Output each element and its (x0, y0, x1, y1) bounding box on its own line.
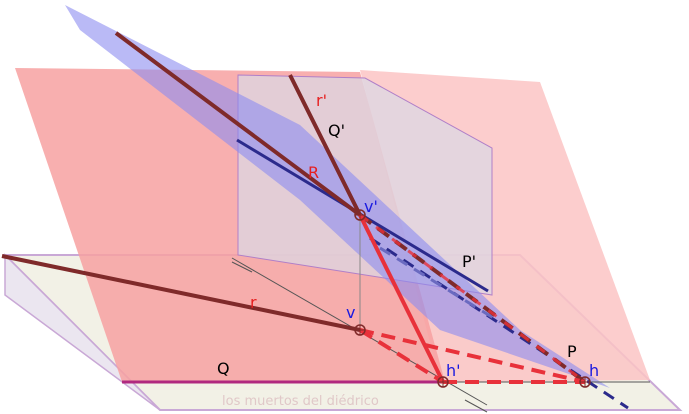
label-h-prime: h' (446, 361, 461, 380)
line-v-h-dashed-2 (359, 328, 586, 384)
label-P: P (567, 342, 577, 361)
point-v-prime (354, 209, 366, 221)
point-h (579, 376, 591, 388)
trace-dashed-blue-2 (379, 246, 501, 324)
line-v-prime-h-prime (358, 214, 445, 383)
label-Q: Q (217, 359, 230, 378)
ground-line-tick-1 (231, 261, 253, 273)
line-r (1, 254, 361, 332)
line-v-prime-h-dashed (359, 213, 586, 384)
label-v-prime: v' (364, 197, 378, 216)
line-R (114, 31, 362, 217)
label-v: v (346, 303, 355, 322)
trace-dashed-blue (369, 236, 629, 410)
ground-line-tick-2 (464, 399, 488, 413)
label-h: h (589, 361, 599, 380)
label-r: r (250, 293, 257, 312)
line-v-h-dashed (358, 328, 445, 384)
watermark: los muertos del diédrico (222, 394, 379, 409)
label-q-prime: Q' (328, 121, 345, 140)
point-h-prime (437, 376, 449, 388)
line-r-prime (288, 74, 362, 216)
label-r-prime: r' (316, 91, 327, 110)
point-v (354, 324, 366, 336)
label-R: R (308, 163, 319, 182)
label-p-prime: P' (462, 252, 476, 271)
